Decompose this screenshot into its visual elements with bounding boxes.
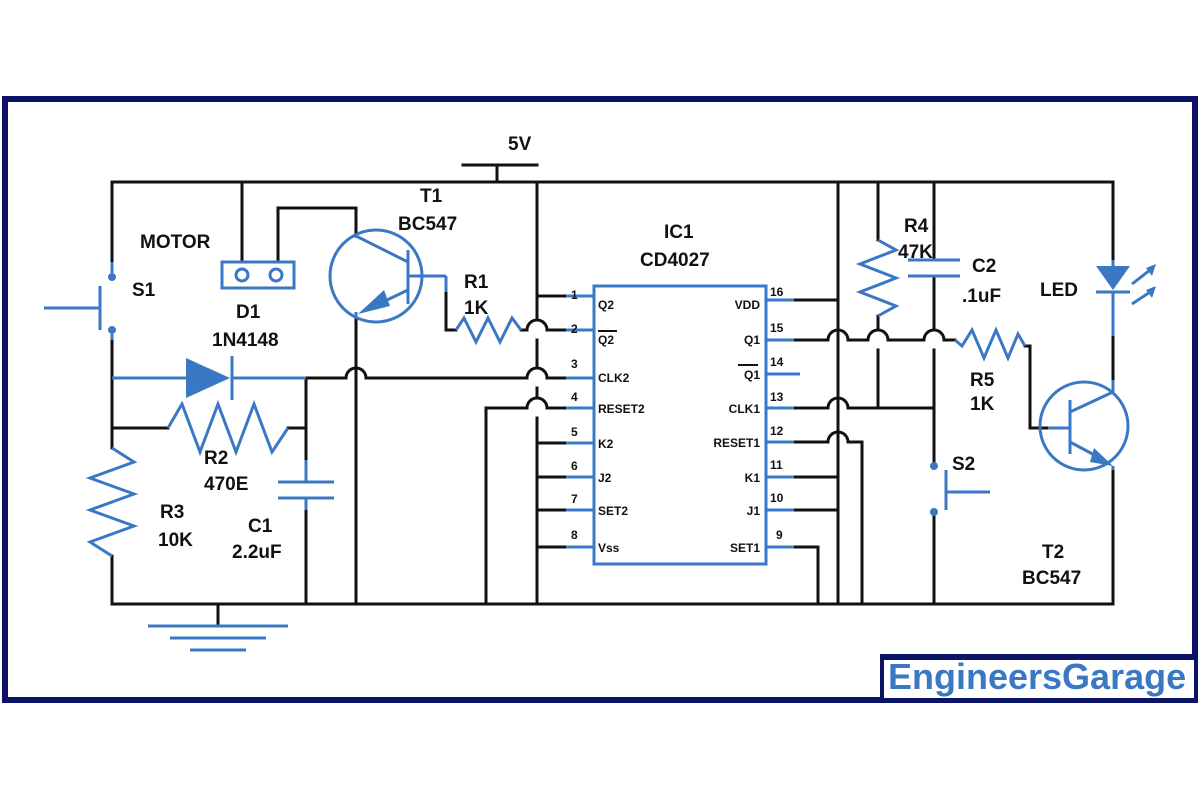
ic-pin-16-num: 16 — [770, 285, 784, 299]
ic-pin-6-name: J2 — [598, 471, 612, 485]
d1-ref: D1 — [236, 302, 261, 323]
r2-ref: R2 — [204, 448, 228, 469]
r3-ref: R3 — [160, 502, 184, 523]
ic-pin-8-name: Vss — [598, 541, 620, 555]
ic-pin-7-name: SET2 — [598, 504, 628, 518]
ic-pin-3-num: 3 — [571, 357, 578, 371]
ic1-body — [566, 284, 800, 566]
ic-pin-8-num: 8 — [571, 528, 578, 542]
ic-pin-2-num: 2 — [571, 322, 578, 336]
d1-diode — [112, 356, 306, 400]
ic-pin-15-num: 15 — [770, 321, 784, 335]
c1-ref: C1 — [248, 516, 273, 537]
t1-transistor — [328, 228, 448, 324]
r2-value: 470E — [204, 474, 248, 495]
t2-transistor — [1038, 380, 1130, 472]
r4-resistor — [855, 238, 901, 318]
ic-pin-2-name: Q2 — [598, 333, 614, 347]
s1-switch — [44, 262, 116, 340]
ic-pin-15-name: Q1 — [744, 333, 760, 347]
motor-label: MOTOR — [140, 232, 211, 253]
r3-value: 10K — [158, 530, 193, 551]
wires — [110, 163, 1115, 626]
ic-pin-11-num: 11 — [770, 458, 783, 472]
ic-pin-5-name: K2 — [598, 437, 614, 451]
c2-value: .1uF — [962, 286, 1001, 307]
logo-text: EngineersGarage — [888, 656, 1187, 697]
ic-pin-4-name: RESET2 — [598, 402, 645, 416]
ic-pin-9-name: SET1 — [730, 541, 760, 555]
ic1-ref: IC1 — [664, 222, 694, 243]
t1-ref: T1 — [420, 186, 443, 207]
logo-background — [884, 660, 1194, 698]
ic-pin-16-name: VDD — [735, 298, 761, 312]
r5-ref: R5 — [970, 370, 995, 391]
ic-pin-1-name: Q2 — [598, 298, 614, 312]
led — [1096, 260, 1156, 336]
ic-pin-11-name: K1 — [745, 471, 761, 485]
ground-symbol — [148, 624, 288, 652]
ic-pin-10-name: J1 — [747, 504, 761, 518]
ic-pin-4-num: 4 — [571, 390, 578, 404]
r5-value: 1K — [970, 394, 995, 415]
ic1-value: CD4027 — [640, 250, 710, 271]
c2-ref: C2 — [972, 256, 996, 277]
r1-ref: R1 — [464, 272, 489, 293]
ic-pin-7-num: 7 — [571, 492, 578, 506]
led-label: LED — [1040, 280, 1078, 301]
ic-pin-12-num: 12 — [770, 424, 784, 438]
c1-capacitor — [278, 460, 334, 510]
c2-capacitor — [908, 258, 960, 278]
ic-pin-12-name: RESET1 — [713, 436, 760, 450]
ic-pin-14-name: Q1 — [744, 368, 760, 382]
r3-resistor — [85, 446, 139, 558]
r1-resistor — [454, 314, 523, 346]
r1-value: 1K — [464, 298, 489, 319]
r2-resistor — [166, 399, 290, 457]
ic-pins-left: 1 Q2 2 Q2 3 CLK2 4 RESET2 5 K2 6 J2 7 SE… — [571, 288, 645, 555]
ic-pin-9-num: 9 — [776, 528, 783, 542]
r4-ref: R4 — [904, 216, 929, 237]
s1-label: S1 — [132, 280, 156, 301]
ic-pin-1-num: 1 — [571, 288, 578, 302]
motor-connector — [220, 260, 296, 290]
r5-resistor — [954, 326, 1027, 362]
ic-pin-13-num: 13 — [770, 390, 784, 404]
ic-pin-3-name: CLK2 — [598, 371, 630, 385]
supply-label: 5V — [508, 134, 532, 155]
ic-pin-14-num: 14 — [770, 355, 784, 369]
t1-value: BC547 — [398, 214, 457, 235]
t2-value: BC547 — [1022, 568, 1081, 589]
d1-value: 1N4148 — [212, 330, 279, 351]
component-labels: 5V MOTOR S1 D1 1N4148 T1 BC547 R1 1K R2 … — [132, 134, 1081, 589]
ic-pin-6-num: 6 — [571, 459, 578, 473]
t2-ref: T2 — [1042, 542, 1064, 563]
c1-value: 2.2uF — [232, 542, 282, 563]
r4-value: 47K — [898, 242, 933, 263]
ic-pins-right: 16 VDD 15 Q1 14 Q1 13 CLK1 12 RESET1 11 … — [713, 285, 783, 555]
ic-pin-10-num: 10 — [770, 491, 784, 505]
s2-switch — [930, 462, 990, 516]
diagram-frame — [2, 96, 1198, 703]
s2-label: S2 — [952, 454, 975, 475]
ic-pin-13-name: CLK1 — [729, 402, 761, 416]
ic-pin-5-num: 5 — [571, 425, 578, 439]
